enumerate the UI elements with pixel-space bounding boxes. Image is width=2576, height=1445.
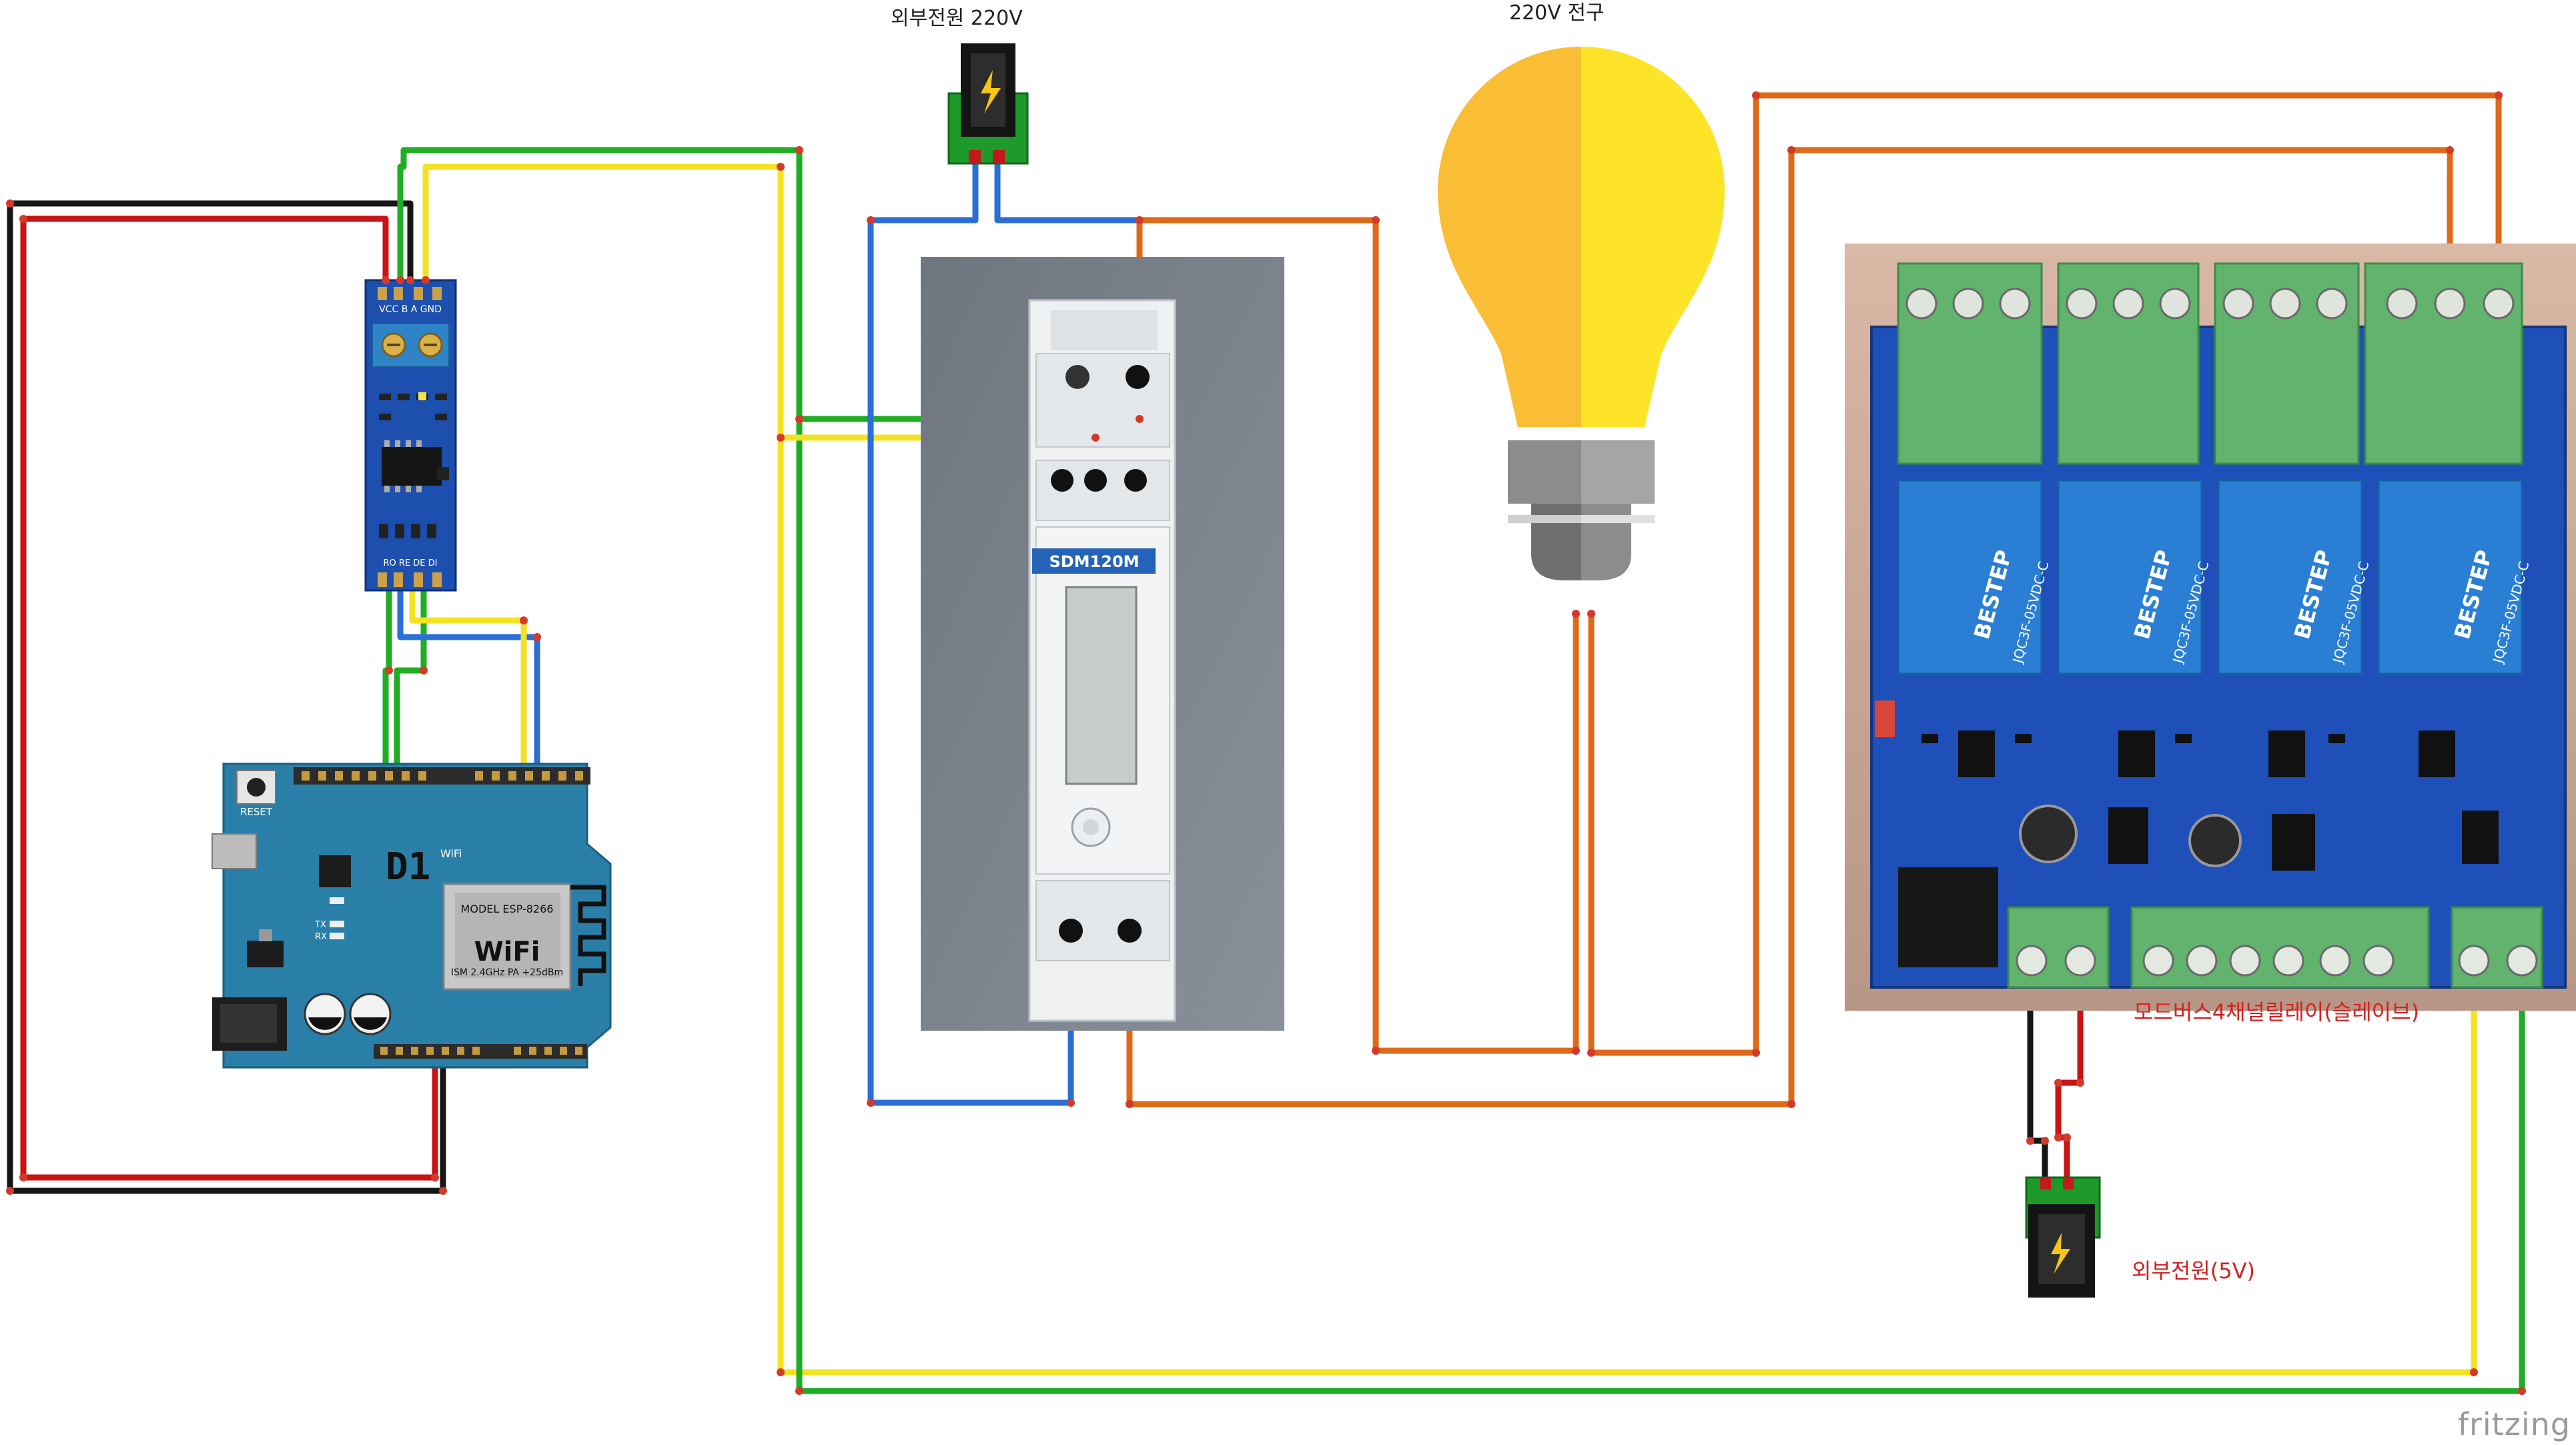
wire-green-di [394,577,427,784]
relay-board-components [1921,731,2499,871]
relay-board-label: 모드버스4채널릴레이(슬레이브) [2134,999,2420,1025]
relay-board: BESTEP BESTEP BESTEP BESTEP JQC3F-05VDC-… [1845,244,2576,1011]
power-jack-5v [2025,1176,2101,1298]
meter-terminal-a [1051,469,1074,492]
wifi-logo: WiFi [474,937,540,967]
svg-text:RX: RX [315,932,327,942]
regulator-chip [247,941,284,967]
rs485-module: VCC B A GND RO RE DE DI [364,279,457,592]
meter-terminal-gnd [1124,469,1147,492]
d1-header-top [294,767,590,785]
meter-terminal-1 [1065,365,1090,389]
wire-blue-re [397,577,540,784]
power-jack-220v [947,43,1029,165]
meter-model-badge [1032,548,1156,574]
ext-power-5v-label: 외부전원(5V) [2132,1258,2255,1284]
meter-terminal-4 [1118,919,1142,943]
relay-dc-jack [1898,867,1998,967]
wire-green-b [397,147,2525,1394]
lightning-icon-5v [2051,1233,2070,1274]
d1-subtitle: WiFi [440,847,462,860]
d1-logo: D1 [386,845,430,889]
d1-pcb [222,763,612,1069]
antenna-trace [570,885,606,986]
svg-text:TX: TX [314,920,326,930]
rs485-chip [382,440,442,492]
light-bulb-icon [1438,47,1725,580]
d1-wifi-board: RESET D1 WiFi TX RX WiFi MODEL ESP-8266 … [211,763,612,1069]
svg-text:MODEL ESP-8266: MODEL ESP-8266 [461,903,554,915]
bulb-220v-label: 220V 전구 [1509,1,1605,25]
relay-cap-2 [2188,814,2242,867]
lightning-icon [981,70,1001,113]
wire-orange-lamp [1588,92,2502,1056]
meter-terminal-3 [1059,919,1083,943]
reset-label: RESET [240,806,273,818]
usb-port [211,833,257,869]
relay-terminal-blocks-bottom [2007,906,2543,989]
rs485-pin-labels-bottom: RO RE DE DI [384,558,438,568]
wire-yellow-a [422,163,2477,1376]
wire-green-ro [382,577,392,784]
meter-terminal-b [1084,469,1107,492]
meter-terminal-2 [1126,365,1150,389]
wire-black-5v [2027,944,2048,1187]
usb-chip [319,855,351,887]
rs485-header-top [378,287,442,300]
wire-end-dots [6,91,2526,1395]
wires [7,92,2525,1394]
rs485-pin-labels-top: VCC B A GND [379,304,442,315]
rs485-led-icon [418,392,426,400]
energy-meter: SDM120M [921,257,1284,1031]
ext-power-220v-label: 외부전원 220V [891,7,1023,30]
wire-red-vcc [20,215,438,1181]
wire-blue-l [867,157,1074,1106]
wire-yellow-de [409,577,527,784]
rs485-header-bottom [378,572,442,587]
d1-leds: TX RX [314,897,344,942]
relay-cap-1 [2019,805,2078,863]
svg-text:ISM 2.4GHz PA +25dBm: ISM 2.4GHz PA +25dBm [451,967,563,978]
wire-orange-meter-out [1136,217,1579,1054]
wire-red-5v [2055,944,2084,1187]
meter-model: SDM120M [1049,552,1139,571]
meter-lcd [1065,586,1138,785]
fritzing-watermark: fritzing [2457,1406,2571,1442]
relay-terminal-blocks-top [1897,262,2523,465]
wire-black-gnd [7,200,446,1194]
d1-header-bottom [374,1044,587,1059]
wire-orange-relay [1126,147,2453,1107]
